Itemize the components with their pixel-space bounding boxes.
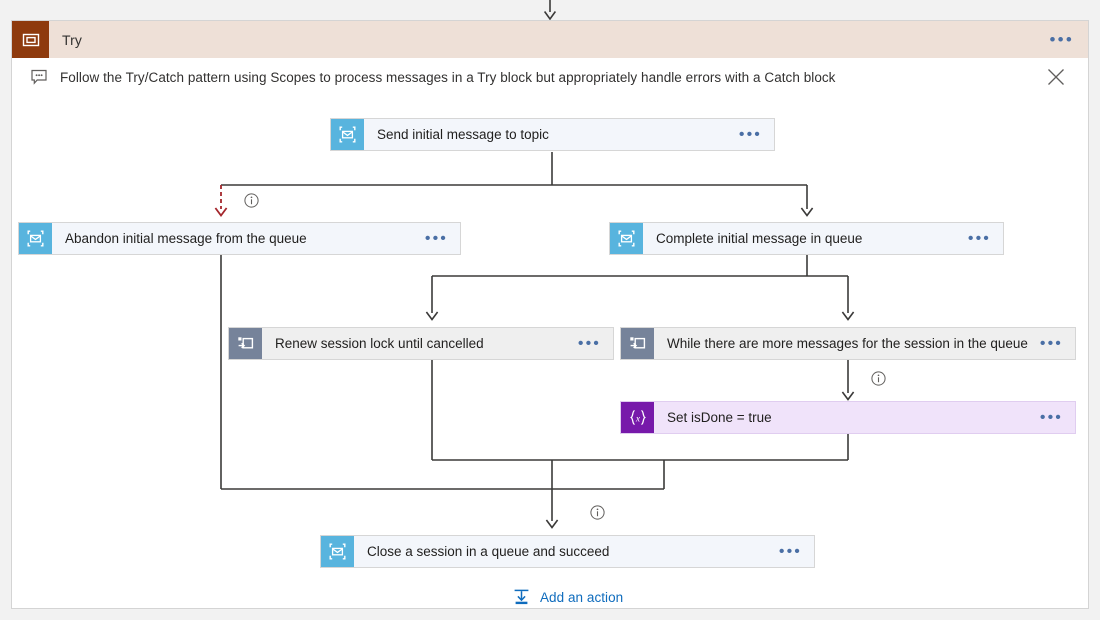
action-node-menu-button[interactable]: ••• bbox=[1039, 335, 1063, 352]
action-node-menu-button[interactable]: ••• bbox=[967, 230, 991, 247]
action-node-label: Abandon initial message from the queue bbox=[65, 231, 307, 246]
action-node-label: While there are more messages for the se… bbox=[667, 336, 1028, 351]
info-icon-close-session[interactable] bbox=[590, 505, 605, 520]
insert-action-icon bbox=[512, 588, 531, 607]
action-node-menu-button[interactable]: ••• bbox=[577, 335, 601, 352]
scope-menu-button[interactable]: ••• bbox=[1049, 29, 1074, 49]
svg-text:x: x bbox=[634, 414, 640, 424]
add-an-action-button[interactable]: Add an action bbox=[512, 588, 623, 607]
until-loop-icon bbox=[229, 328, 262, 359]
scope-header: Try ••• bbox=[12, 21, 1088, 58]
scope-title: Try bbox=[62, 31, 82, 48]
action-node-abandon-initial-message-from-the-queue[interactable]: Abandon initial message from the queue •… bbox=[18, 222, 461, 255]
scope-description-row: Follow the Try/Catch pattern using Scope… bbox=[12, 58, 1088, 96]
action-node-menu-button[interactable]: ••• bbox=[738, 126, 762, 143]
info-icon-abandon[interactable] bbox=[244, 193, 259, 208]
add-an-action-label: Add an action bbox=[540, 590, 624, 605]
workflow-canvas: Send initial message to topic ••• Abando… bbox=[12, 96, 1090, 608]
scope-icon bbox=[12, 21, 49, 58]
action-node-complete-initial-message-in-queue[interactable]: Complete initial message in queue ••• bbox=[609, 222, 1004, 255]
action-node-send-initial-message-to-topic[interactable]: Send initial message to topic ••• bbox=[330, 118, 775, 151]
action-node-label: Renew session lock until cancelled bbox=[275, 336, 484, 351]
service-bus-icon bbox=[321, 536, 354, 567]
action-node-renew-session-lock-until-cancelled[interactable]: Renew session lock until cancelled ••• bbox=[228, 327, 614, 360]
close-icon[interactable] bbox=[1046, 67, 1066, 87]
service-bus-icon bbox=[610, 223, 643, 254]
action-node-menu-button[interactable]: ••• bbox=[424, 230, 448, 247]
service-bus-icon bbox=[19, 223, 52, 254]
scope-description-text: Follow the Try/Catch pattern using Scope… bbox=[60, 69, 836, 85]
action-node-set-isdone-true[interactable]: x Set isDone = true ••• bbox=[620, 401, 1076, 434]
until-loop-icon bbox=[621, 328, 654, 359]
action-node-label: Close a session in a queue and succeed bbox=[367, 544, 610, 559]
action-node-menu-button[interactable]: ••• bbox=[1039, 409, 1063, 426]
service-bus-icon bbox=[331, 119, 364, 150]
action-node-while-there-are-more-messages-for-the-session-in-the-queue[interactable]: While there are more messages for the se… bbox=[620, 327, 1076, 360]
incoming-connector-arrow bbox=[543, 0, 557, 20]
info-icon-set-isdone[interactable] bbox=[871, 371, 886, 386]
comment-icon bbox=[30, 68, 48, 86]
action-node-menu-button[interactable]: ••• bbox=[778, 543, 802, 560]
scope-card-try: Try ••• Follow the Try/Catch pattern usi… bbox=[11, 20, 1089, 609]
variable-icon: x bbox=[621, 402, 654, 433]
action-node-label: Complete initial message in queue bbox=[656, 231, 863, 246]
action-node-close-a-session-in-a-queue-and-succeed[interactable]: Close a session in a queue and succeed •… bbox=[320, 535, 815, 568]
action-node-label: Set isDone = true bbox=[667, 410, 772, 425]
action-node-label: Send initial message to topic bbox=[377, 127, 549, 142]
